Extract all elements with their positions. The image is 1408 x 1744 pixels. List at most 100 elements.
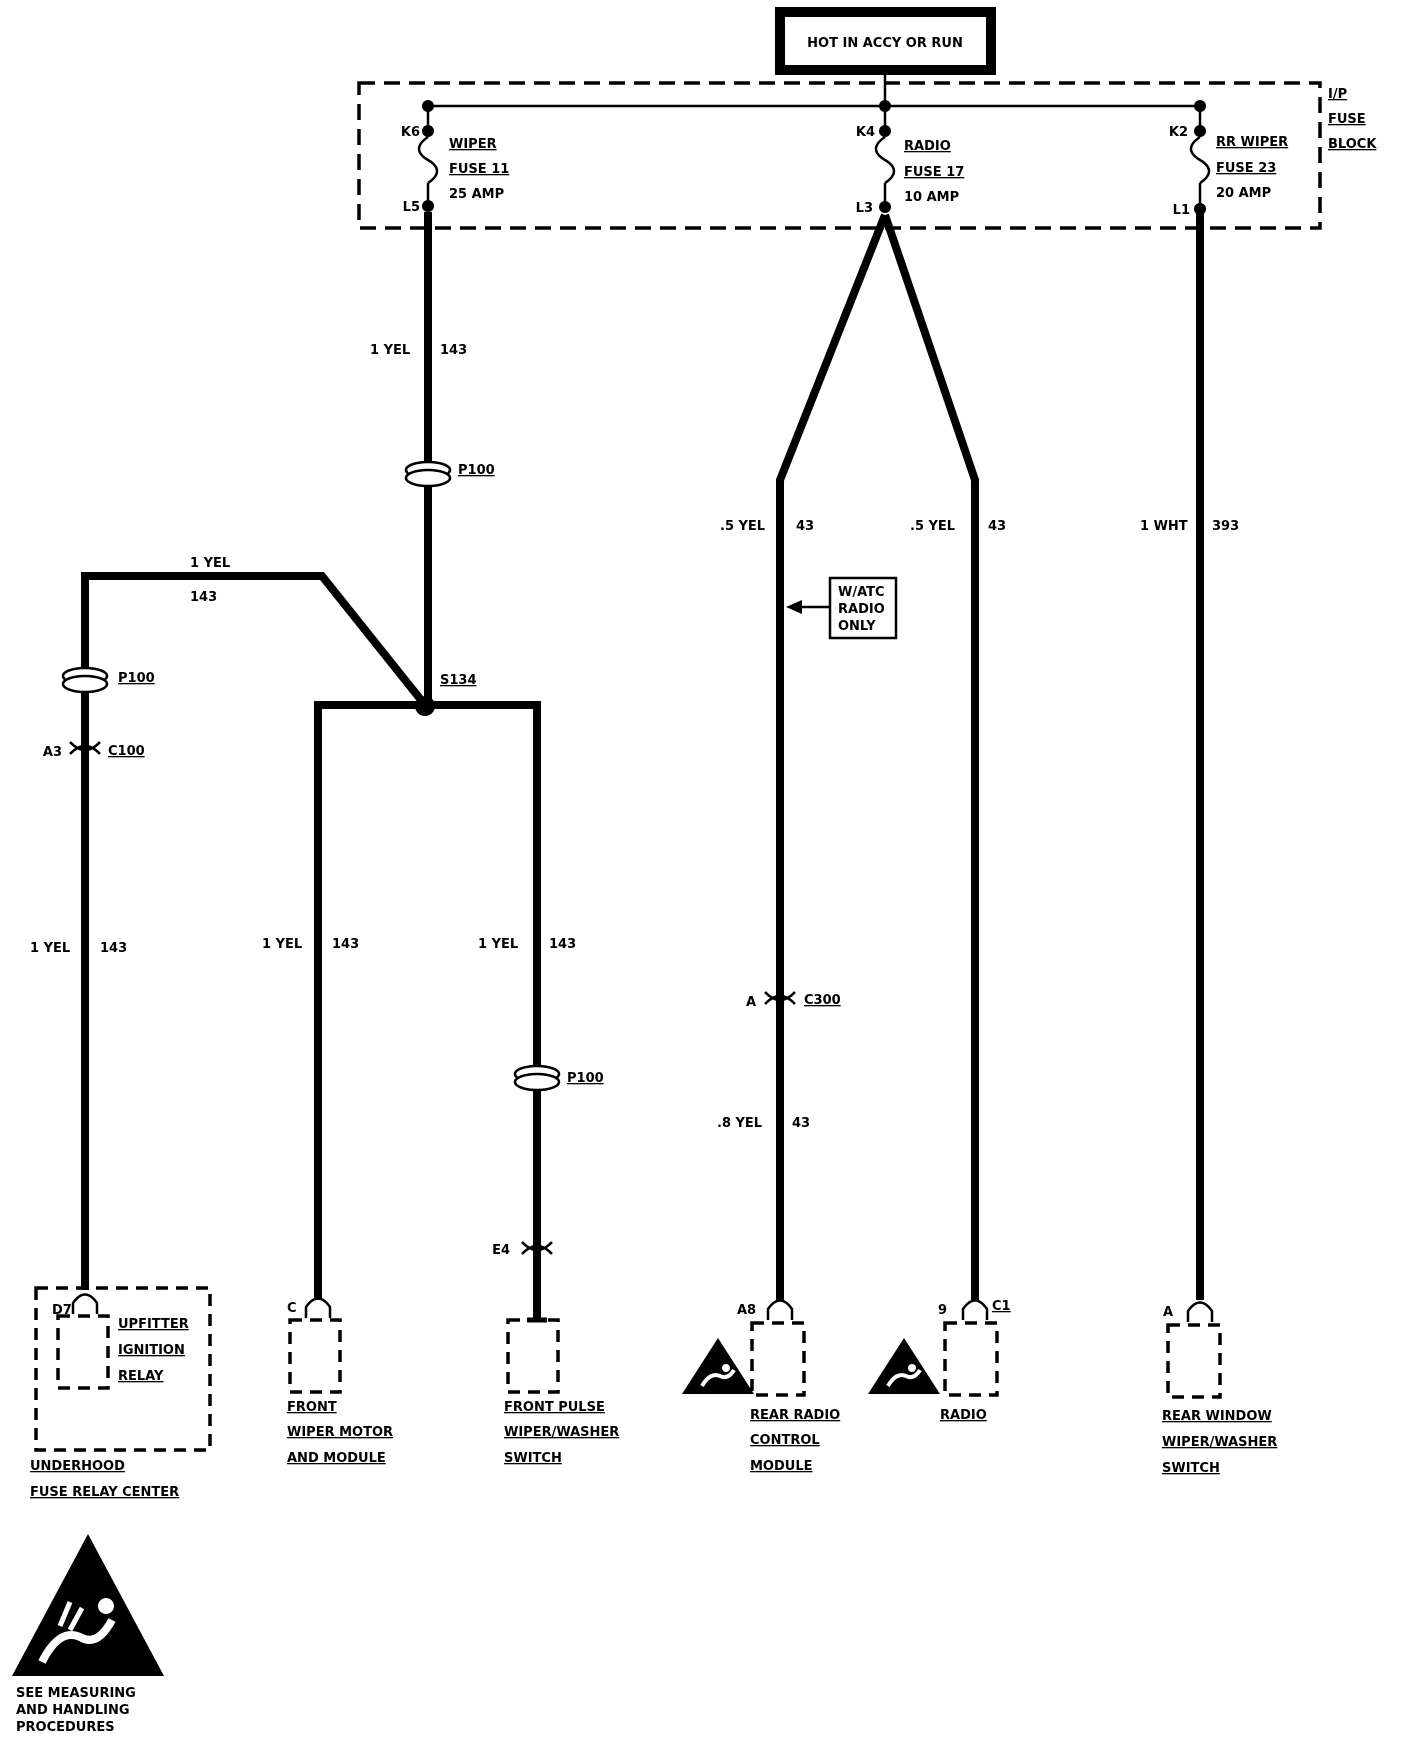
rear-radio-label-3: MODULE [750,1459,813,1474]
wire-radio-left [776,213,889,1300]
fuse-radio-out-pin: L3 [856,201,873,216]
switch-label-1: FRONT PULSE [504,1400,605,1415]
fuse-rr-wiper: K2 L1 RR WIPER FUSE 23 20 AMP [1169,106,1288,218]
p100-upper-label: P100 [458,463,495,478]
c300-label: C300 [804,993,841,1008]
fuse-wiper-name: WIPER [449,137,497,152]
esd-warning-icon [682,1338,754,1394]
rear-wiper-pin: A [1163,1305,1173,1320]
wire-switch-circuit: 143 [549,937,576,952]
p100-left: P100 [61,666,155,694]
motor-label-1: FRONT [287,1400,337,1415]
wire-radio-right-circuit: 43 [988,519,1006,534]
wire-relay-feed [81,572,429,1290]
p100-lower-label: P100 [567,1071,604,1086]
fuse-radio-in-pin: K4 [856,125,875,140]
underhood-label-2: FUSE RELAY CENTER [30,1485,179,1500]
wire-motor-gauge: 1 YEL [262,937,302,952]
c100-connector: A3 C100 [43,741,145,760]
rear-radio-pin: A8 [737,1303,756,1318]
underhood-fuse-relay-center: D7 UPFITTER IGNITION RELAY UNDERHOOD FUS… [30,1286,212,1500]
splice-s134 [415,696,435,716]
relay-pin: D7 [52,1303,72,1318]
front-wiper-motor: C FRONT WIPER MOTOR AND MODULE [287,1297,393,1466]
fuse-block-label-2: FUSE [1328,112,1366,127]
front-pulse-switch: FRONT PULSE WIPER/WASHER SWITCH [504,1317,619,1466]
wire-switch-gauge: 1 YEL [478,937,518,952]
esd-warning-icon [868,1338,940,1394]
note-line-1: W/ATC [838,585,885,600]
fuse-block-outline [357,81,1322,230]
fuse-wiper: K6 L5 WIPER FUSE 11 25 AMP [401,106,509,215]
fuse-block-label-1: I/P [1328,87,1347,102]
splice-s134-label: S134 [440,673,477,688]
note-watc-box: W/ATC RADIO ONLY [786,576,898,640]
wire-relay-gauge: 1 YEL [30,941,70,956]
underhood-label-1: UNDERHOOD [30,1459,125,1474]
fuse-block-label-3: BLOCK [1328,137,1377,152]
c300-pin: A [746,995,756,1010]
radio-component: 9 C1 RADIO [938,1299,1011,1423]
radio-pin: 9 [938,1303,947,1318]
fuse-rr-wiper-name: RR WIPER [1216,135,1288,150]
rear-wiper-label-2: WIPER/WASHER [1162,1435,1277,1450]
fuse-wiper-out-pin: L5 [403,200,420,215]
relay-label-2: IGNITION [118,1343,185,1358]
fuse-wiper-number: FUSE 11 [449,162,509,177]
p100-upper: P100 [404,460,495,488]
switch-label-3: SWITCH [504,1451,562,1466]
rear-radio-label-1: REAR RADIO [750,1408,840,1423]
motor-pin: C [287,1301,297,1316]
wire-splice-bus [314,701,541,1320]
wire-radio-right [881,213,979,1300]
fuse-radio-number: FUSE 17 [904,165,964,180]
fuse-rr-wiper-in-pin: K2 [1169,125,1188,140]
note-line-3: ONLY [838,619,876,634]
wire-relay-circuit: 143 [100,941,127,956]
wire-rear-radio-circuit: 43 [792,1116,810,1131]
switch-label-2: WIPER/WASHER [504,1425,619,1440]
motor-label-3: AND MODULE [287,1451,386,1466]
wire-branch-gauge: 1 YEL [190,556,230,571]
rear-wiper-label-1: REAR WINDOW [1162,1409,1272,1424]
rear-radio-control-module: A8 REAR RADIO CONTROL MODULE [737,1299,840,1474]
wire-motor-circuit: 143 [332,937,359,952]
c300-connector: A C300 [746,991,841,1010]
esd-note-line-3: PROCEDURES [16,1720,115,1735]
c100-label: C100 [108,744,145,759]
wire-radio-left-circuit: 43 [796,519,814,534]
radio-label: RADIO [940,1408,987,1423]
p100-lower: P100 [513,1064,604,1092]
power-source-label: HOT IN ACCY OR RUN [807,36,963,51]
note-line-2: RADIO [838,602,885,617]
radio-connector-label: C1 [992,1299,1011,1314]
rear-radio-label-2: CONTROL [750,1433,820,1448]
fuse-wiper-in-pin: K6 [401,125,420,140]
fuse-radio-name: RADIO [904,139,951,154]
wire-radio-right-gauge: .5 YEL [910,519,955,534]
wire-branch-circuit: 143 [190,590,217,605]
relay-label-3: RELAY [118,1369,164,1384]
wire-wiper-main-circuit: 143 [440,343,467,358]
e4-pin: E4 [492,1243,510,1258]
esd-note-line-2: AND HANDLING [16,1703,130,1718]
wire-rear-radio-gauge: .8 YEL [717,1116,762,1131]
fuse-radio-rating: 10 AMP [904,190,959,205]
wire-rr-wiper-gauge: 1 WHT [1140,519,1188,534]
wire-rr-wiper-circuit: 393 [1212,519,1239,534]
fuse-wiper-rating: 25 AMP [449,187,504,202]
motor-label-2: WIPER MOTOR [287,1425,393,1440]
rear-wiper-label-3: SWITCH [1162,1461,1220,1476]
power-source-box: HOT IN ACCY OR RUN [775,7,996,75]
fuse-rr-wiper-number: FUSE 23 [1216,161,1276,176]
rear-window-wiper-switch: A REAR WINDOW WIPER/WASHER SWITCH [1162,1301,1277,1476]
wire-radio-left-gauge: .5 YEL [720,519,765,534]
e4-connector: E4 [492,1241,553,1258]
relay-label-1: UPFITTER [118,1317,189,1332]
fuse-radio: K4 L3 RADIO FUSE 17 10 AMP [856,106,964,216]
esd-warning-icon [12,1534,164,1676]
esd-note-line-1: SEE MEASURING [16,1686,136,1701]
c100-pin: A3 [43,745,62,760]
fuse-rr-wiper-rating: 20 AMP [1216,186,1271,201]
